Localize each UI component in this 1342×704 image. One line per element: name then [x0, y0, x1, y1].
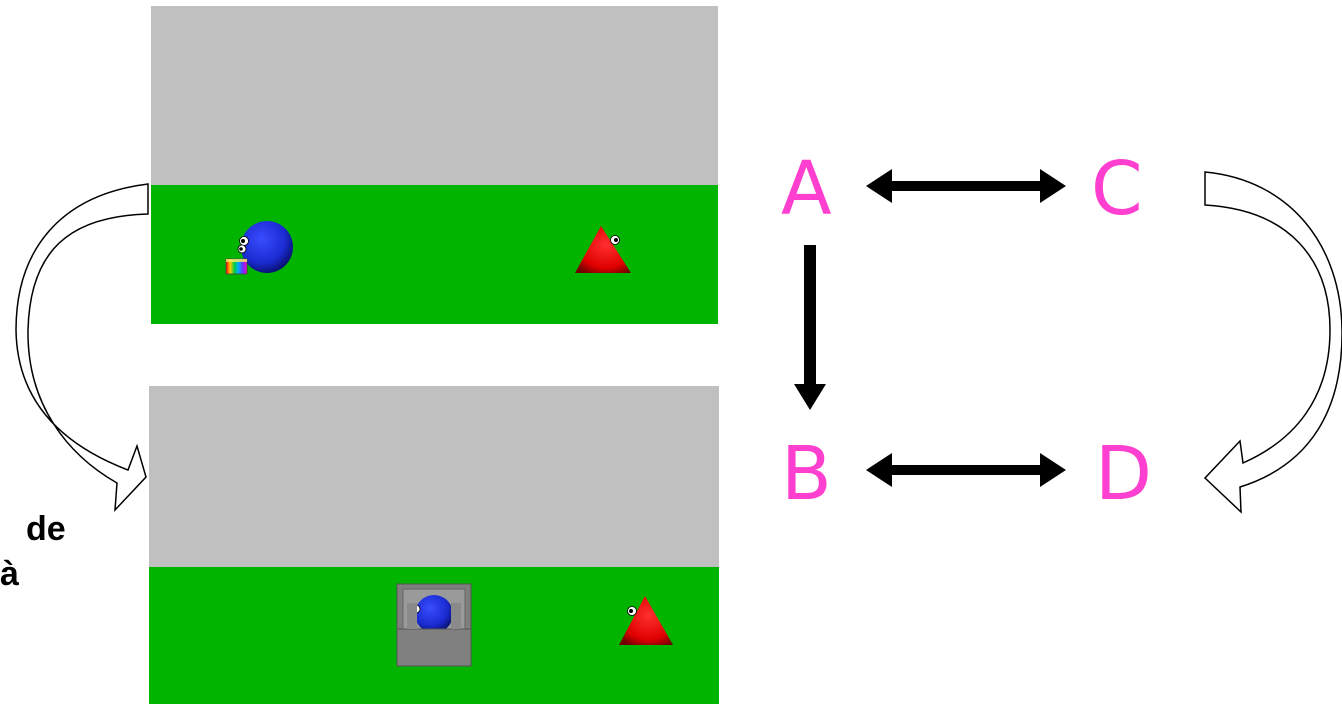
arrow-a-b [794, 245, 826, 410]
side-text-line1: de [26, 510, 66, 548]
arrow-b-d [866, 453, 1066, 487]
scene-top [151, 6, 718, 324]
box-with-ball [396, 583, 472, 667]
sky [151, 6, 718, 185]
blue-ball-character [237, 221, 293, 273]
label-c: C [1091, 146, 1143, 232]
gift-icon [225, 258, 248, 275]
red-triangle-character [575, 226, 631, 273]
label-a: A [781, 146, 832, 232]
label-d: D [1095, 431, 1152, 517]
red-triangle-character [619, 596, 673, 645]
side-text-line2: à [0, 555, 19, 593]
label-b: B [781, 431, 832, 517]
curved-arrow-right [1203, 171, 1342, 514]
curved-arrow-left [15, 183, 149, 513]
sky [149, 386, 719, 567]
arrow-a-c [866, 169, 1066, 203]
